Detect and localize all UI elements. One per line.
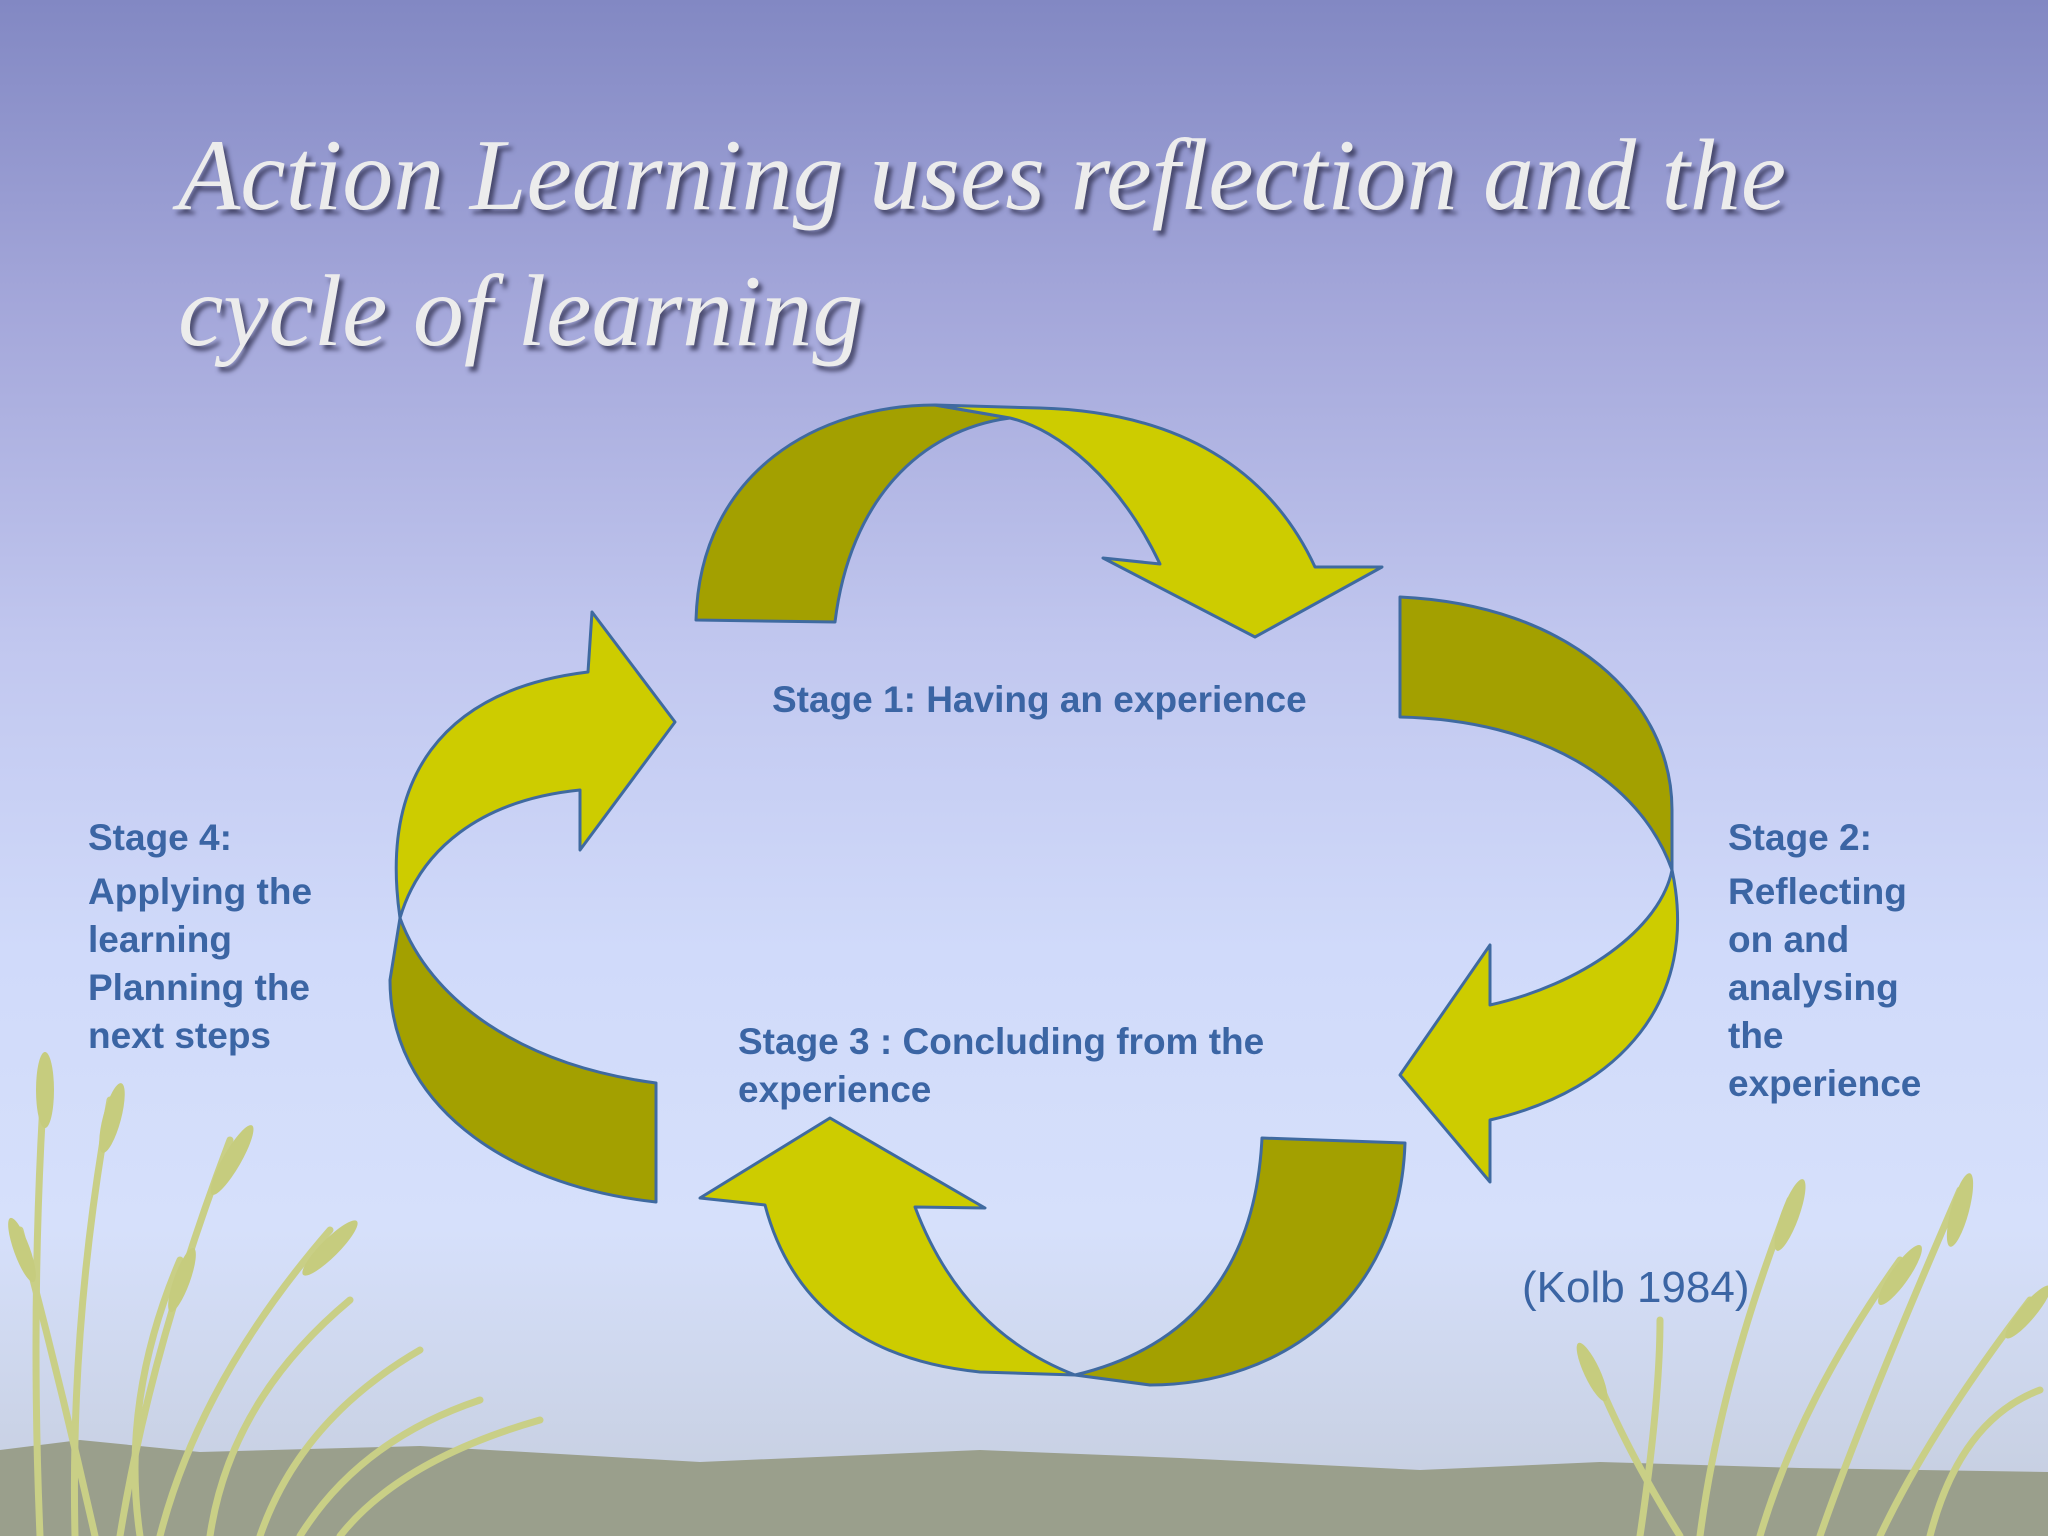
stage-2-label: Stage 2: Reflecting on and analysing the… bbox=[1728, 814, 2028, 1108]
stage-2-heading: Stage 2: bbox=[1728, 817, 1872, 858]
stage-4-line: learning bbox=[88, 919, 232, 960]
grass-left bbox=[16, 1066, 544, 1536]
stage-4-line: Planning the bbox=[88, 967, 310, 1008]
stage-2-line: on and bbox=[1728, 919, 1850, 960]
arrow-bottom-dark bbox=[1073, 1136, 1407, 1387]
stage-2-line: experience bbox=[1728, 1063, 1922, 1104]
ground-shape bbox=[0, 1440, 2048, 1536]
stage-2-line: Reflecting bbox=[1728, 871, 1907, 912]
stage-3-line: experience bbox=[738, 1069, 932, 1110]
arrow-bottom-to-stage4 bbox=[698, 1116, 1077, 1377]
arrow-right-to-stage3 bbox=[1398, 868, 1680, 1184]
stage-2-line: analysing bbox=[1728, 967, 1899, 1008]
slide-title: Action Learning uses reflection and the … bbox=[178, 119, 1787, 368]
stage-3-line: Stage 3 : Concluding from the bbox=[738, 1021, 1265, 1062]
arrow-right-dark bbox=[1398, 595, 1674, 872]
stage-4-label: Stage 4: Applying the learning Planning … bbox=[88, 814, 388, 1060]
arrow-top-to-stage2 bbox=[933, 403, 1384, 639]
stage-4-heading: Stage 4: bbox=[88, 817, 232, 858]
stage-4-line: next steps bbox=[88, 1015, 272, 1056]
arrow-left-dark bbox=[388, 916, 658, 1204]
stage-3-label: Stage 3 : Concluding from the experience bbox=[738, 1018, 1378, 1114]
grass-right-heads bbox=[1576, 1173, 2048, 1402]
arrow-left-to-stage1 bbox=[394, 610, 677, 920]
stage-4-line: Applying the bbox=[88, 871, 313, 912]
citation: (Kolb 1984) bbox=[1522, 1263, 1750, 1312]
arrow-top-dark bbox=[694, 403, 1012, 624]
grass-left-heads bbox=[8, 1052, 358, 1313]
stage-1-label: Stage 1: Having an experience bbox=[772, 679, 1307, 720]
stage-2-line: the bbox=[1728, 1015, 1784, 1056]
